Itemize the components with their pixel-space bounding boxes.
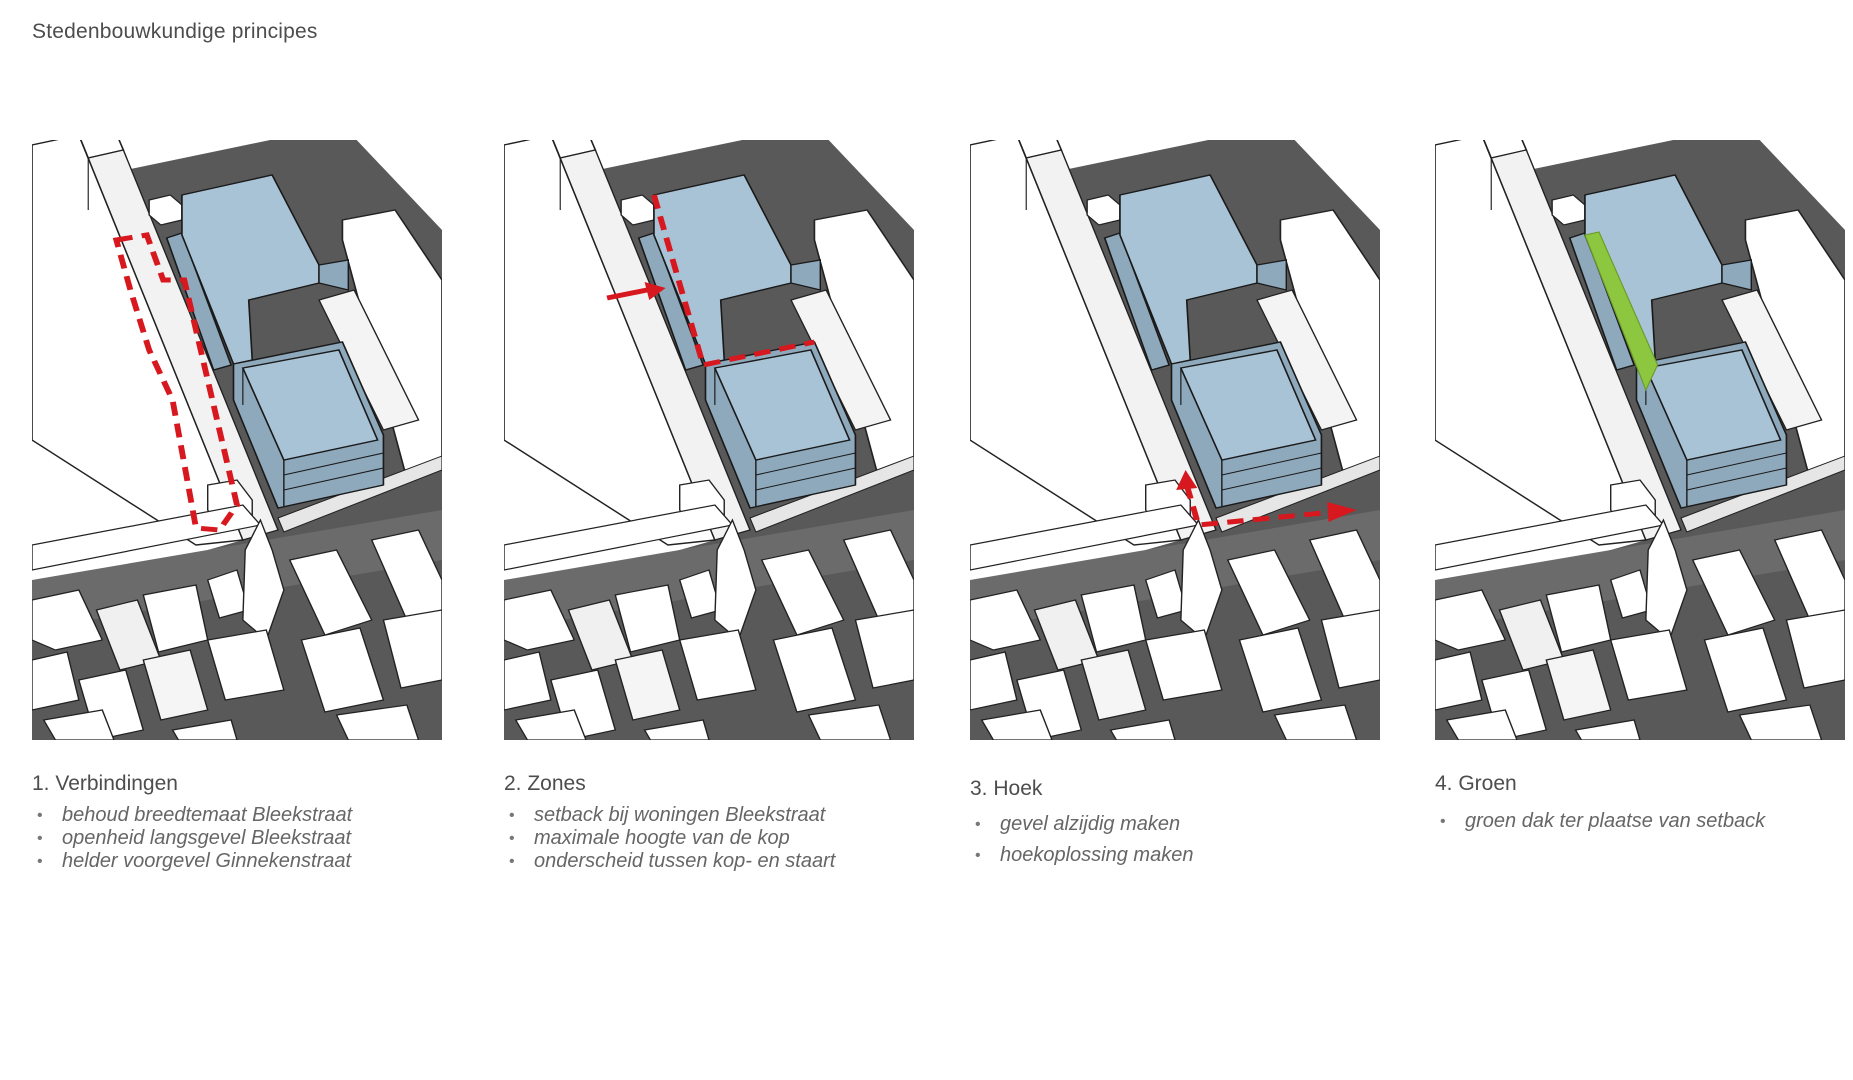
arrow-icon [644,282,666,300]
panel-zones: 2. Zones •setback bij woningen Bleekstra… [504,140,924,880]
connection-outline-marker [112,232,241,533]
list-item: •openheid langsgevel Bleekstraat [37,827,352,849]
panel-caption: 1. Verbindingen •behoud breedtemaat Blee… [32,772,472,873]
massing-diagram-verbindingen [32,140,442,740]
panel-caption: 4. Groen •groen dak ter plaatse van setb… [1435,772,1853,833]
list-item: •groen dak ter plaatse van setback [1440,810,1766,832]
massing-diagram-groen [1435,140,1845,740]
panel-heading: 3. Hoek [970,777,1043,800]
bullet-list: •groen dak ter plaatse van setback [1435,810,1853,833]
bullet-list: •setback bij woningen Bleekstraat •maxim… [504,804,944,873]
green-roof-strip [1584,231,1659,392]
panel-verbindingen: 1. Verbindingen •behoud breedtemaat Blee… [32,140,452,880]
panel-heading: 2. Zones [504,772,586,795]
massing-diagram-zones [504,140,914,740]
arrow-right-icon [1327,502,1357,522]
list-item: •gevel alzijdig maken [975,813,1181,835]
list-item: •hoekoplossing maken [975,844,1194,866]
panel-heading: 1. Verbindingen [32,772,178,795]
list-item: •maximale hoogte van de kop [509,827,790,849]
panel-heading: 4. Groen [1435,772,1517,795]
list-item: •helder voorgevel Ginnekenstraat [37,850,352,872]
panel-caption: 3. Hoek •gevel alzijdig maken •hoekoplos… [970,777,1410,871]
bullet-list: •behoud breedtemaat Bleekstraat •openhei… [32,804,472,873]
corner-marker [1183,484,1334,528]
panel-groen: 4. Groen •groen dak ter plaatse van setb… [1435,140,1853,880]
arrow-up-icon [1176,470,1198,490]
massing-diagram-hoek [970,140,1380,740]
bullet-list: •gevel alzijdig maken •hoekoplossing mak… [970,809,1410,871]
panel-hoek: 3. Hoek •gevel alzijdig maken •hoekoplos… [970,140,1390,880]
list-item: •setback bij woningen Bleekstraat [509,804,826,826]
page-title: Stedenbouwkundige principes [32,20,318,43]
panel-caption: 2. Zones •setback bij woningen Bleekstra… [504,772,944,873]
list-item: •behoud breedtemaat Bleekstraat [37,804,353,826]
list-item: •onderscheid tussen kop- en staart [509,850,836,872]
